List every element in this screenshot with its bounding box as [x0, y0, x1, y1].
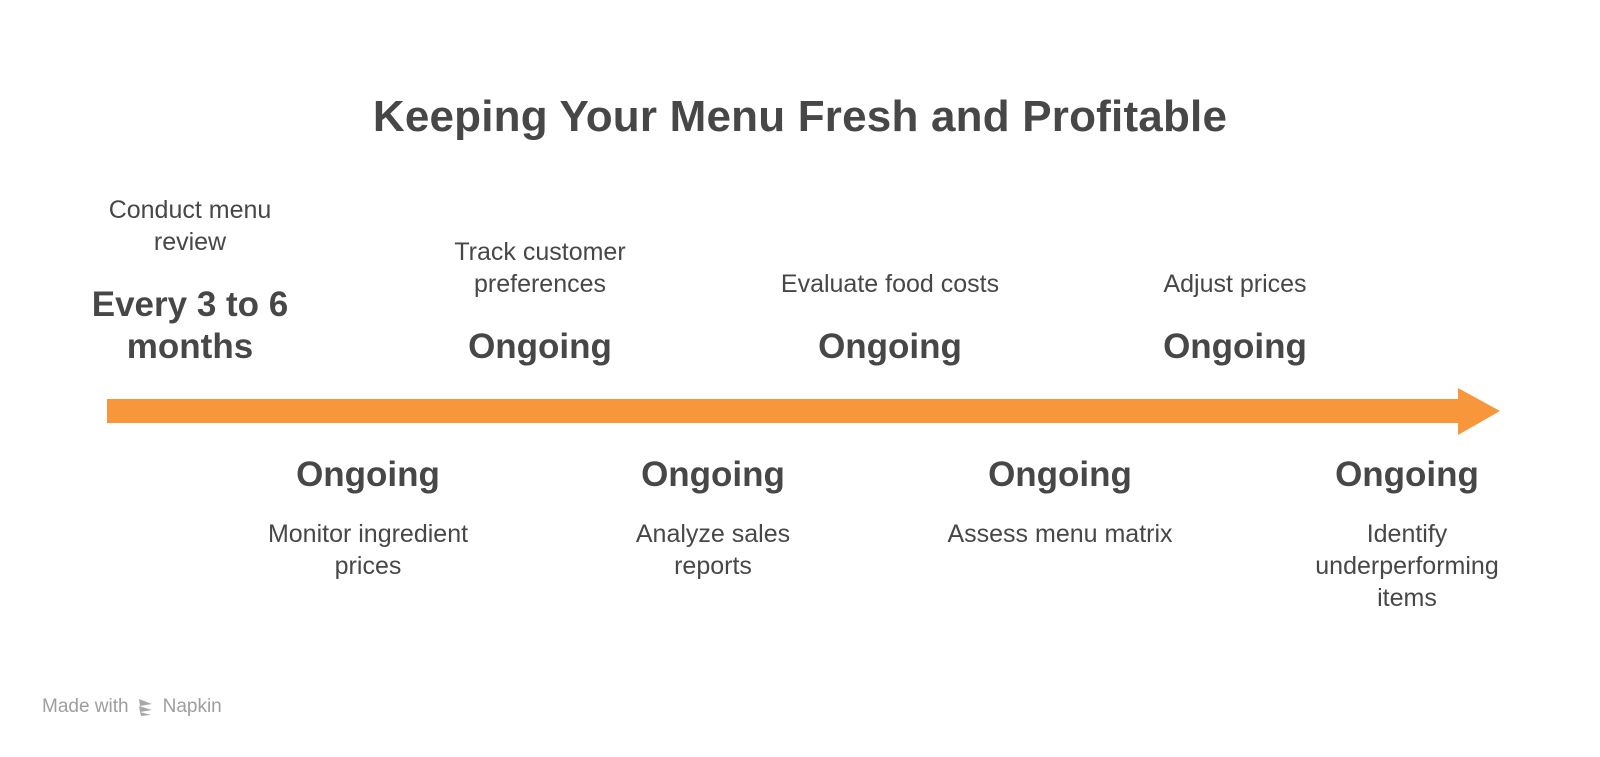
event-timing: Ongoing	[641, 455, 785, 494]
event-description: Conduct menu review	[108, 196, 272, 256]
napkin-logo-icon	[138, 699, 152, 716]
timeline-event-2: Ongoing Monitor ingredient prices	[218, 454, 518, 582]
event-timing: Ongoing	[988, 455, 1132, 494]
timeline-event-1: Conduct menu review Every 3 to 6 months	[40, 192, 340, 368]
timeline-event-5: Evaluate food costs Ongoing	[735, 192, 1045, 368]
diagram-title: Keeping Your Menu Fresh and Profitable	[372, 92, 1228, 141]
made-with-napkin-watermark: Made with Napkin	[42, 696, 222, 718]
event-timing: Ongoing	[818, 327, 962, 366]
timeline-event-8: Ongoing Identify underperforming items	[1257, 454, 1557, 614]
event-timing: Ongoing	[1335, 455, 1479, 494]
arrow-shaft	[107, 399, 1462, 423]
event-timing: Ongoing	[468, 327, 612, 366]
timeline-event-3: Track customer preferences Ongoing	[390, 192, 690, 368]
event-description: Evaluate food costs	[780, 270, 1000, 298]
watermark-brand: Napkin	[162, 696, 222, 717]
event-description: Assess menu matrix	[947, 520, 1173, 548]
event-timing: Every 3 to 6 months	[91, 285, 289, 366]
timeline-event-7: Adjust prices Ongoing	[1085, 192, 1385, 368]
event-description: Monitor ingredient prices	[267, 520, 469, 580]
timeline-event-4: Ongoing Analyze sales reports	[563, 454, 863, 582]
event-description: Adjust prices	[1163, 270, 1307, 298]
event-description: Track customer preferences	[454, 238, 626, 298]
event-timing: Ongoing	[1163, 327, 1307, 366]
event-description: Identify underperforming items	[1315, 520, 1499, 612]
event-timing: Ongoing	[296, 455, 440, 494]
timeline-event-6: Ongoing Assess menu matrix	[910, 454, 1210, 550]
event-description: Analyze sales reports	[635, 520, 791, 580]
watermark-prefix: Made with	[42, 696, 129, 717]
arrow-head	[1458, 388, 1500, 435]
